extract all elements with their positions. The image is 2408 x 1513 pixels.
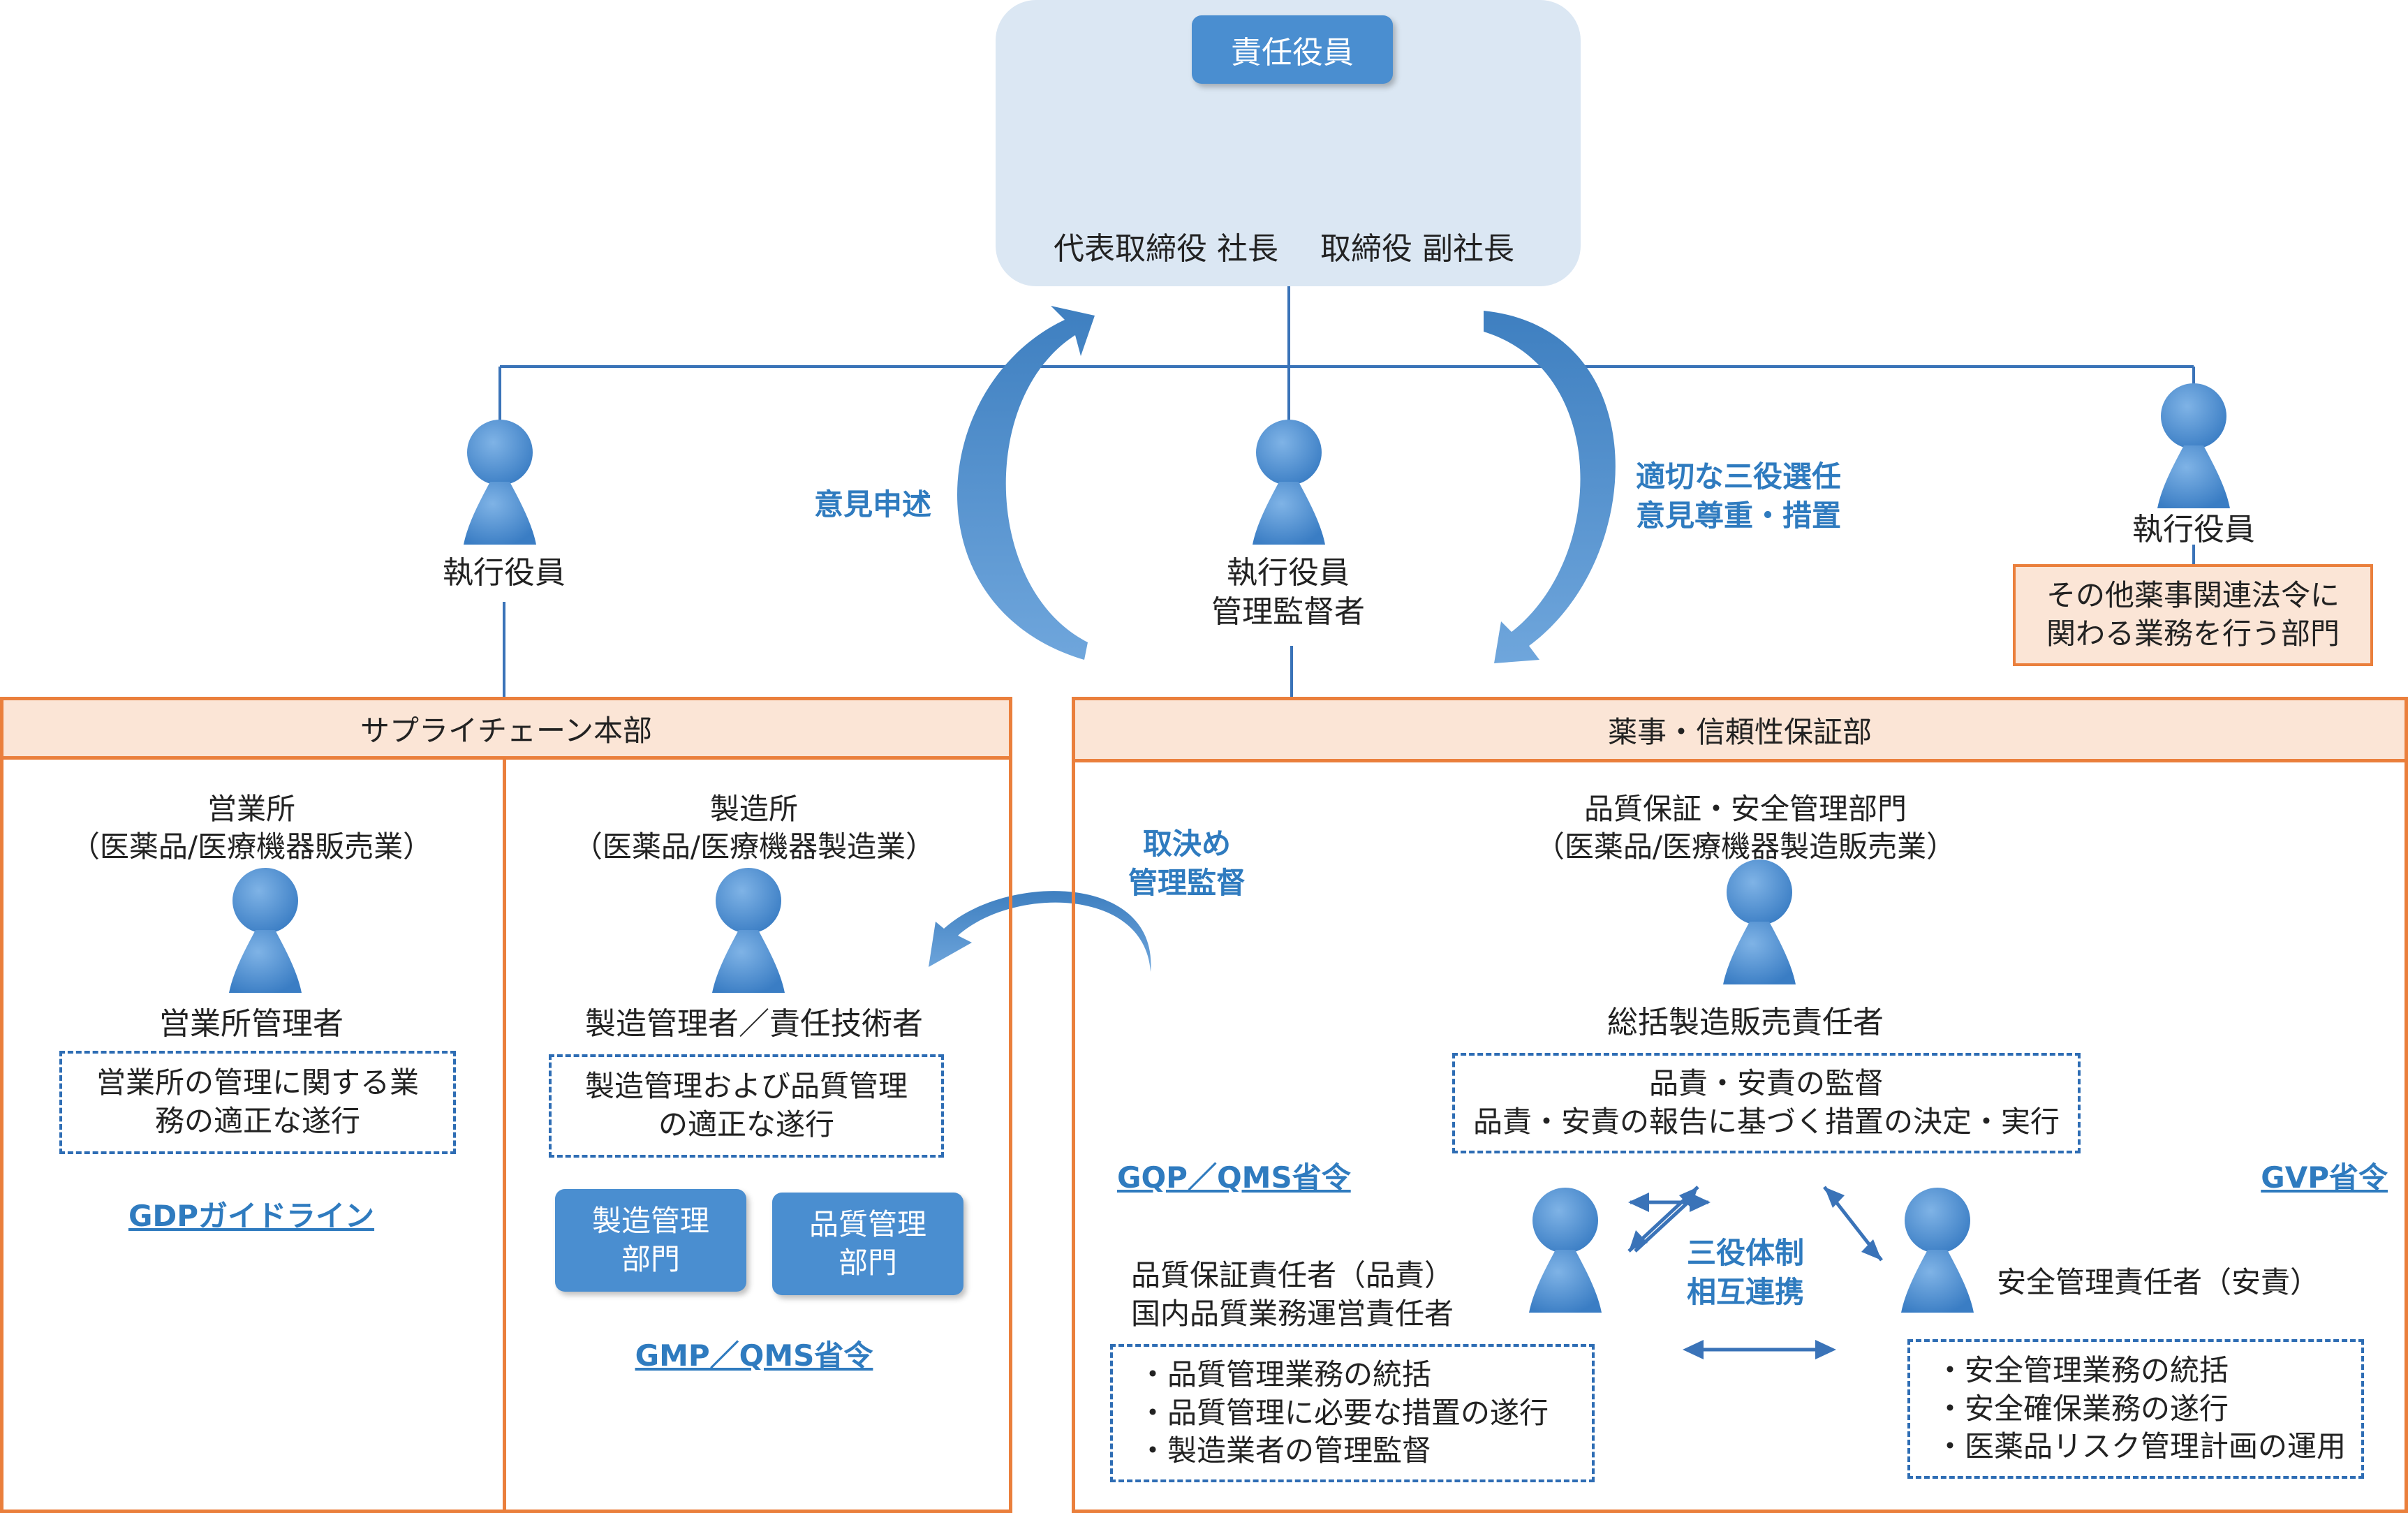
supply-chain-frame (0, 756, 1012, 1513)
sales-duty-box: 営業所の管理に関する業 務の適正な遂行 (59, 1051, 456, 1154)
agreement-arrow (929, 891, 1151, 972)
vice-president-label: 取締役 副社長 (1320, 231, 1514, 267)
selection-label-2: 意見尊重・措置 (1635, 499, 1841, 533)
other-regulation-dept-box: その他薬事関連法令に 関わる業務を行う部門 (2013, 564, 2373, 666)
center-officer-role: 管理監督者 (1211, 594, 1365, 630)
trio-arrow-right (1823, 1186, 1883, 1262)
domestic-quality-manager-label: 国内品質業務運営責任者 (1131, 1297, 1454, 1331)
left-officer-label: 執行役員 (443, 555, 566, 591)
general-manager-duty-box: 品責・安責の監督 品責・安責の報告に基づく措置の決定・実行 (1452, 1053, 2081, 1153)
sales-office-title: 営業所 (207, 792, 295, 826)
trio-label-1: 三役体制 (1686, 1236, 1804, 1270)
opinion-arrow (956, 306, 1095, 660)
person-icon (2157, 383, 2230, 508)
gmp-qms-link[interactable]: GMP／QMS省令 (635, 1338, 873, 1373)
qa-dept-subtitle: （医薬品/医療機器製造販売業） (1535, 829, 1956, 864)
supply-chain-divider (503, 760, 506, 1513)
person-icon (464, 420, 536, 545)
sales-office-subtitle: （医薬品/医療機器販売業） (70, 829, 433, 864)
person-icon (1253, 420, 1325, 545)
gdp-guideline-link[interactable]: GDPガイドライン (128, 1199, 375, 1233)
supply-chain-header: サプライチェーン本部 (0, 697, 1012, 760)
general-manager-label: 総括製造販売責任者 (1607, 1005, 1884, 1040)
factory-duty-box: 製造管理および品質管理 の適正な遂行 (549, 1054, 944, 1158)
quality-manager-label: 品質保証責任者（品責） (1131, 1258, 1454, 1292)
manufacturing-manager-label: 製造管理者／責任技術者 (585, 1006, 923, 1042)
selection-arrow (1484, 311, 1616, 663)
safety-duty-box: ・安全管理業務の統括 ・安全確保業務の遂行 ・医薬品リスク管理計画の運用 (1907, 1339, 2364, 1479)
selection-label-1: 適切な三役選任 (1635, 459, 1841, 494)
factory-subtitle: （医薬品/医療機器製造業） (573, 829, 936, 864)
trio-horizontal-arrow (1683, 1340, 1836, 1359)
agreement-label-1: 取決め (1142, 827, 1231, 861)
quality-duty-box: ・品質管理業務の統括 ・品質管理に必要な措置の遂行 ・製造業者の管理監督 (1110, 1344, 1595, 1482)
org-lines (498, 286, 2195, 698)
manufacturing-control-dept: 製造管理部門 (555, 1189, 746, 1292)
opinion-label: 意見申述 (813, 487, 931, 522)
quality-control-dept: 品質管理部門 (772, 1193, 963, 1295)
qa-dept-title: 品質保証・安全管理部門 (1583, 792, 1907, 826)
president-label: 代表取締役 社長 (1054, 231, 1278, 267)
center-officer-label: 執行役員 (1227, 555, 1350, 591)
gqp-qms-link[interactable]: GQP／QMS省令 (1117, 1160, 1351, 1195)
qa-division-frame (1072, 759, 2408, 1513)
sales-manager-label: 営業所管理者 (159, 1006, 344, 1042)
gvp-link[interactable]: GVP省令 (2261, 1160, 2388, 1195)
right-officer-label: 執行役員 (2132, 512, 2255, 547)
agreement-label-2: 管理監督 (1128, 866, 1246, 900)
qa-division-header: 薬事・信頼性保証部 (1072, 697, 2408, 762)
board-title: 責任役員 (1192, 15, 1393, 84)
safety-manager-label: 安全管理責任者（安責） (1997, 1265, 2320, 1299)
trio-arrow-left (1627, 1186, 1699, 1253)
factory-title: 製造所 (709, 792, 798, 826)
trio-label-2: 相互連携 (1686, 1275, 1804, 1309)
